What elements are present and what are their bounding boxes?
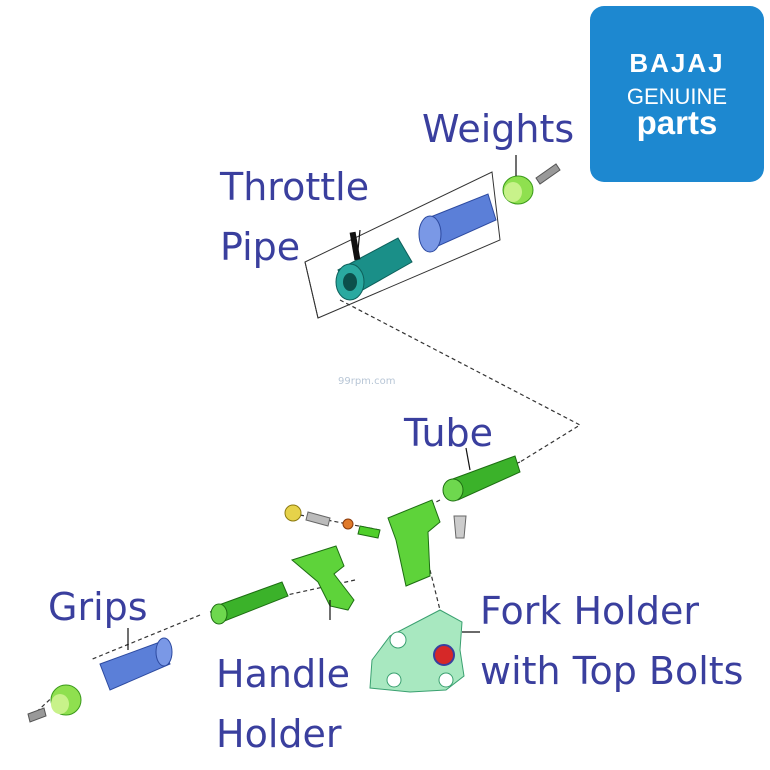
label-handle-line1: Handle	[216, 652, 351, 696]
small-bolts-part	[284, 504, 467, 539]
left-tube-part	[210, 581, 289, 625]
label-grips: Grips	[48, 585, 148, 629]
brand-name: BAJAJ	[629, 48, 725, 78]
label-fork-line1: Fork Holder	[480, 589, 699, 633]
label-weights: Weights	[422, 107, 575, 151]
weight-top-part	[502, 163, 561, 205]
label-throttle-line2: Pipe	[220, 225, 301, 269]
label-handle-line2: Holder	[216, 712, 342, 756]
label-tube: Tube	[404, 411, 494, 455]
throttle-pipe-part	[335, 231, 413, 301]
brand-line-genuine: GENUINE	[626, 84, 728, 109]
leader-lines	[127, 155, 517, 650]
right-handle-holder-part	[387, 499, 441, 587]
throttle-grip-part	[418, 193, 497, 253]
tube-part	[442, 455, 521, 502]
throttle-box-outline	[304, 171, 501, 319]
bajaj-genuine-parts-logo: BAJAJ GENUINE parts	[590, 6, 764, 182]
left-grip-part	[99, 637, 173, 691]
weight-bottom-part	[27, 684, 82, 723]
brand-line-parts: parts	[636, 104, 718, 141]
fork-holder-part	[369, 609, 465, 693]
left-handle-holder-part	[290, 545, 355, 611]
watermark: 99rpm.com	[338, 376, 396, 387]
label-fork-line2: with Top Bolts	[480, 649, 744, 693]
label-throttle-line1: Throttle	[220, 165, 370, 209]
